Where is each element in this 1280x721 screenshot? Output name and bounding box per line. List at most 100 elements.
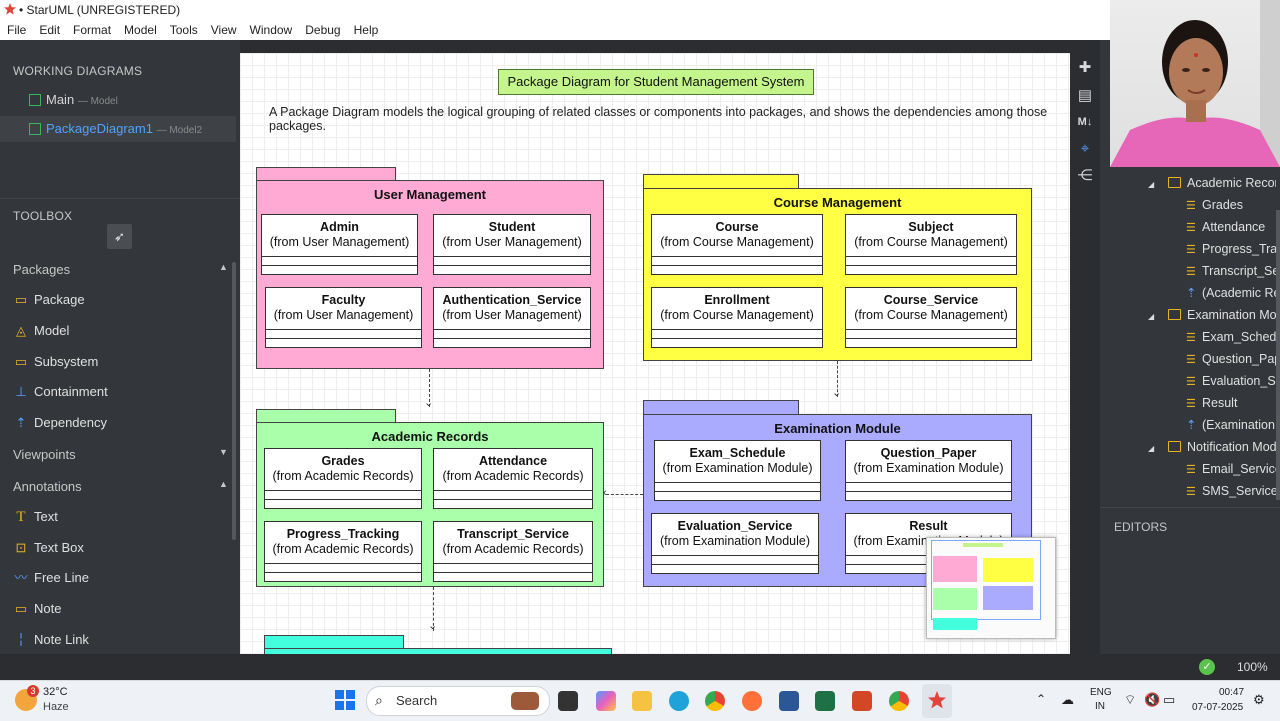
class-progress-tracking[interactable]: Progress_Tracking(from Academic Records) [264,521,422,582]
clock-date[interactable]: 07-07-2025 [1192,702,1244,713]
chrome-profile-icon[interactable] [889,691,909,711]
tool-subsystem[interactable]: ▭Subsystem [0,348,232,376]
tray-network-cloud-icon[interactable]: ☁ [1061,692,1074,707]
task-view-icon[interactable] [558,691,578,711]
class-grades[interactable]: Grades(from Academic Records) [264,448,422,509]
class-student[interactable]: Student(from User Management) [433,214,591,275]
copilot-icon[interactable] [596,691,616,711]
minimap-viewport[interactable] [931,540,1041,620]
language-primary[interactable]: ENG [1090,687,1112,698]
tree-class[interactable]: ☰Email_Service [1186,458,1276,480]
clock-time[interactable]: 00:47 [1219,687,1245,698]
wifi-icon[interactable]: ⌔ [1124,692,1137,707]
tool-package[interactable]: ▭Package [0,286,232,314]
tree-package[interactable]: ◢Examination Module [1148,304,1276,326]
tool-containment[interactable]: ⊥Containment [0,378,232,406]
markdown-icon[interactable]: M↓ [1077,116,1093,128]
share-icon[interactable]: ⋲ [1077,167,1093,184]
tree-class[interactable]: ☰Question_Paper [1186,348,1276,370]
tree-dependency[interactable]: ⇡(Examination Module) [1186,414,1276,436]
tree-expand-icon[interactable]: ◢ [1148,180,1155,189]
taskbar-search[interactable]: ⌕ Search [366,686,550,716]
explorer-scrollbar[interactable] [1276,210,1280,500]
package-user-management[interactable]: User Management Admin(from User Manageme… [256,180,604,369]
package-academic-records[interactable]: Academic Records Grades(from Academic Re… [256,422,604,587]
file-explorer-icon[interactable] [632,691,652,711]
group-annotations[interactable]: Annotations▲ [13,479,233,494]
tool-note[interactable]: ▭Note [0,595,232,623]
layout-icon[interactable]: ▤ [1077,87,1093,104]
battery-icon[interactable]: ▭ [1163,692,1176,707]
notifications-icon[interactable]: ⚙ [1253,692,1265,707]
chrome-icon[interactable] [705,691,725,711]
edge-icon[interactable] [669,691,689,711]
menu-window[interactable]: Window [249,23,293,37]
windows-start-icon[interactable] [335,690,355,710]
working-diagram-main[interactable]: Main — Model [0,87,236,113]
zoom-level[interactable]: 100% [1237,660,1268,674]
dependency-line[interactable] [433,587,434,631]
class-exam-schedule[interactable]: Exam_Schedule(from Examination Module) [654,440,821,501]
menu-format[interactable]: Format [73,23,112,37]
group-packages[interactable]: Packages▲ [13,262,233,277]
tree-class[interactable]: ☰SMS_Service [1186,480,1276,502]
dependency-line[interactable] [606,494,643,495]
tool-note-link[interactable]: ╎Note Link [0,626,232,654]
dependency-line[interactable] [429,369,430,407]
extensions-puzzle-icon[interactable]: ✚ [1078,59,1092,76]
crosshair-icon[interactable]: ⌖ [1080,140,1090,157]
class-admin[interactable]: Admin(from User Management) [261,214,418,275]
menu-debug[interactable]: Debug [305,23,341,37]
class-subject[interactable]: Subject(from Course Management) [845,214,1017,275]
tree-class[interactable]: ☰Grades [1186,194,1276,216]
class-course[interactable]: Course(from Course Management) [651,214,823,275]
minimap[interactable] [926,537,1056,639]
staruml-taskbar-button[interactable] [922,684,952,718]
tree-expand-icon[interactable]: ◢ [1148,444,1155,453]
tree-expand-icon[interactable]: ◢ [1148,312,1155,321]
cursor-tool-button[interactable]: ➶ [107,224,132,249]
class-evaluation-service[interactable]: Evaluation_Service(from Examination Modu… [651,513,819,574]
menu-help[interactable]: Help [353,23,379,37]
diagram-description[interactable]: A Package Diagram models the logical gro… [269,105,1048,133]
diagram-title[interactable]: Package Diagram for Student Management S… [498,69,814,95]
tree-class[interactable]: ☰Transcript_Service [1186,260,1276,282]
class-transcript-service[interactable]: Transcript_Service(from Academic Records… [433,521,593,582]
tree-package[interactable]: ◢Academic Records [1148,172,1276,194]
tray-chevron-icon[interactable]: ⌃ [1036,692,1047,706]
menu-file[interactable]: File [7,23,27,37]
menu-edit[interactable]: Edit [39,23,61,37]
class-question-paper[interactable]: Question_Paper(from Examination Module) [845,440,1012,501]
package-course-management[interactable]: Course Management Course(from Course Man… [643,188,1032,361]
tree-class[interactable]: ☰Progress_Tracking [1186,238,1276,260]
word-icon[interactable] [779,691,799,711]
tree-class[interactable]: ☰Evaluation_Service [1186,370,1276,392]
tree-class[interactable]: ☰Result [1186,392,1276,414]
tool-dependency[interactable]: ⇡Dependency [0,409,232,437]
powerpoint-icon[interactable] [852,691,872,711]
tree-package[interactable]: ◢Notification Module [1148,436,1276,458]
class-attendance[interactable]: Attendance(from Academic Records) [433,448,593,509]
language-secondary[interactable]: IN [1095,701,1105,712]
tree-class[interactable]: ☰Attendance [1186,216,1276,238]
weather-temp[interactable]: 32°C [43,686,68,698]
tree-class[interactable]: ☰Exam_Schedule [1186,326,1276,348]
menu-view[interactable]: View [210,23,237,37]
toolbox-scrollbar[interactable] [232,262,236,540]
excel-icon[interactable] [815,691,835,711]
validation-ok-icon[interactable]: ✓ [1199,659,1215,675]
class-faculty[interactable]: Faculty(from User Management) [265,287,422,348]
class-course-service[interactable]: Course_Service(from Course Management) [845,287,1017,348]
volume-muted-icon[interactable]: 🔇 [1144,692,1161,707]
dependency-line[interactable] [837,361,838,397]
menu-model[interactable]: Model [124,23,157,37]
diagram-canvas[interactable]: Package Diagram for Student Management S… [240,53,1070,654]
class-authentication-service[interactable]: Authentication_Service(from User Managem… [433,287,591,348]
firefox-icon[interactable] [742,691,762,711]
menu-tools[interactable]: Tools [169,23,198,37]
weather-desc[interactable]: Haze [43,701,69,713]
working-diagram-package-diagram1[interactable]: PackageDiagram1 — Model2 [0,116,236,142]
class-enrollment[interactable]: Enrollment(from Course Management) [651,287,823,348]
tree-dependency[interactable]: ⇡(Academic Records) [1186,282,1276,304]
